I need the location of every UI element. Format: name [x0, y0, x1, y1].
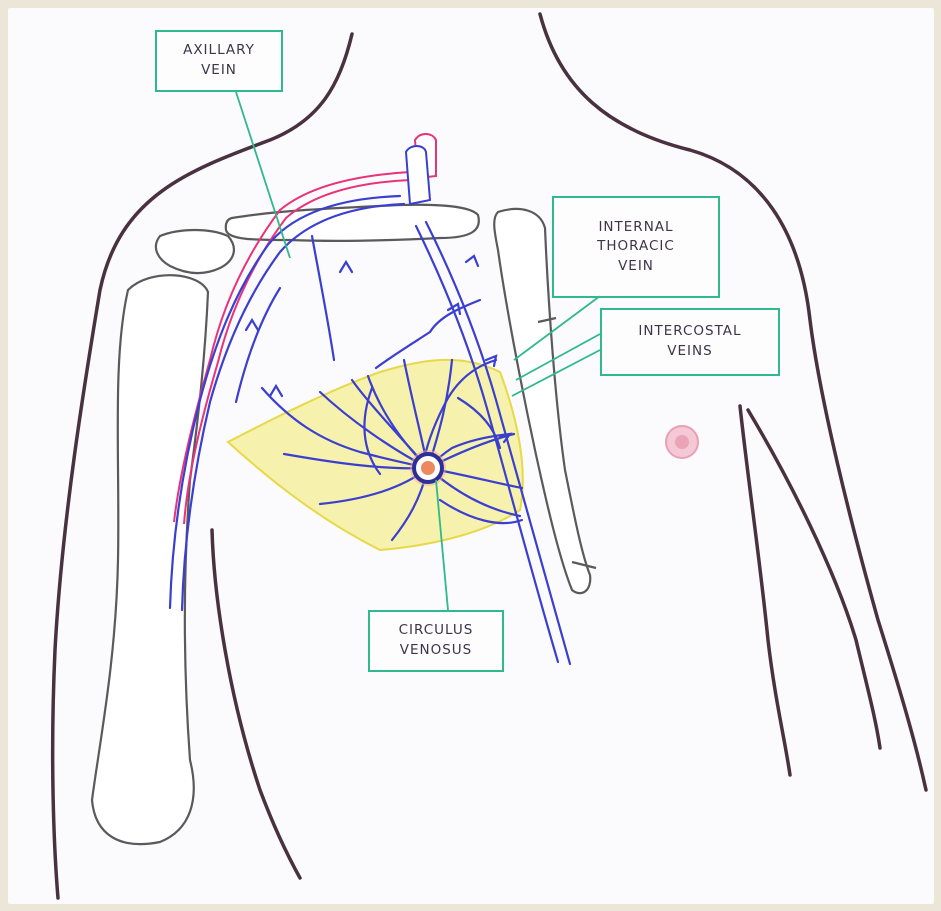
- axillary-vein-label-line2: VEIN: [163, 61, 275, 81]
- circulus-venosus-label: CIRCULUS VENOSUS: [368, 610, 504, 672]
- intercostal-label-line1: INTERCOSTAL: [608, 322, 772, 342]
- internal-thoracic-label-line2: THORACIC: [560, 237, 712, 257]
- intercostal-veins-label: INTERCOSTAL VEINS: [600, 308, 780, 376]
- internal-thoracic-label-line1: INTERNAL: [560, 218, 712, 238]
- left-nipple: [666, 426, 698, 458]
- scapula-acromion: [156, 230, 234, 273]
- humerus-bone: [92, 275, 208, 844]
- circulus-venosus-node: [410, 450, 446, 486]
- axillary-vein-label-line1: AXILLARY: [163, 41, 275, 61]
- internal-thoracic-vein-label: INTERNAL THORACIC VEIN: [552, 196, 720, 298]
- intercostal-label-line2: VEINS: [608, 342, 772, 362]
- internal-thoracic-label-line3: VEIN: [560, 257, 712, 277]
- axillary-vein-label: AXILLARY VEIN: [155, 30, 283, 92]
- circulus-label-line2: VENOSUS: [376, 641, 496, 661]
- circulus-label-line1: CIRCULUS: [376, 621, 496, 641]
